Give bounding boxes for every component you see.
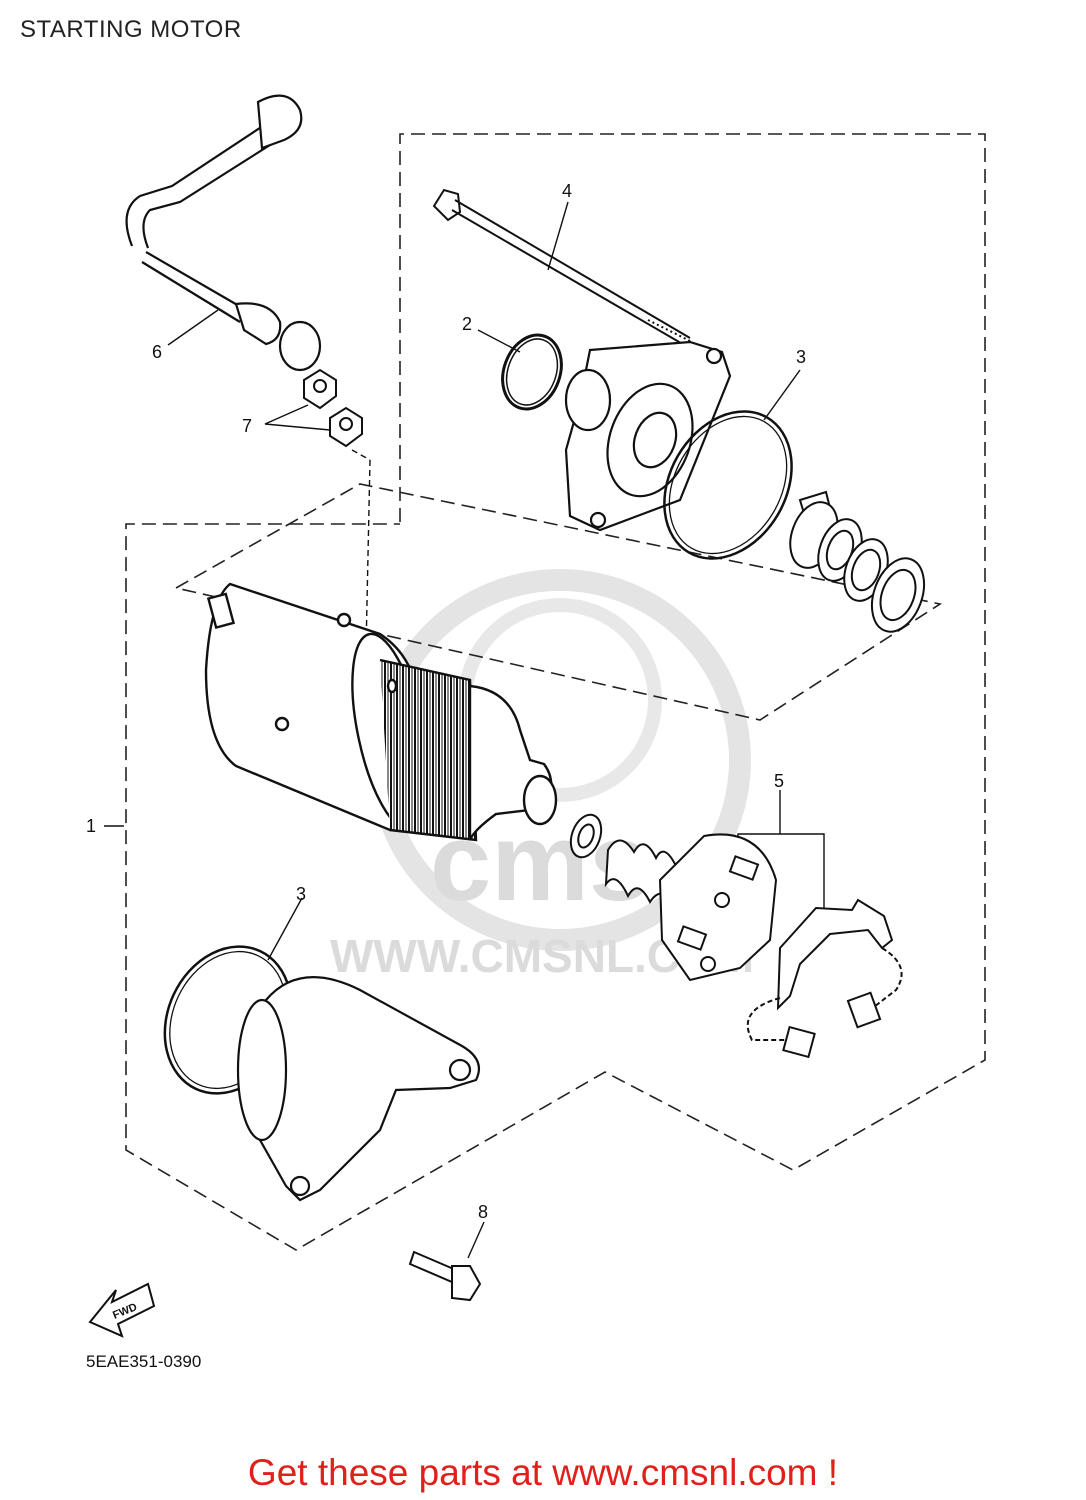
thrust-washers xyxy=(789,490,926,633)
part-1-motor-body xyxy=(204,582,558,842)
callout-3-lower: 3 xyxy=(296,884,306,904)
part-5-brush-holder xyxy=(658,833,903,1059)
leader-lines xyxy=(104,201,825,1259)
callout-8: 8 xyxy=(478,1202,488,1222)
callout-3-upper: 3 xyxy=(796,347,806,367)
motor-group-outline xyxy=(173,483,943,721)
part-2-o-ring xyxy=(501,333,563,411)
callout-6: 6 xyxy=(152,342,162,362)
rear-cover-lower xyxy=(236,976,480,1202)
part-3-o-ring-upper xyxy=(663,410,793,560)
callout-5: 5 xyxy=(774,771,784,791)
promo-link[interactable]: Get these parts at www.cmsnl.com ! xyxy=(247,1452,839,1493)
cover-group-outline xyxy=(125,133,986,1251)
front-cover-upper xyxy=(564,340,732,532)
part-6-lead-wire xyxy=(125,94,322,372)
callout-2: 2 xyxy=(462,314,472,334)
diagram-code: 5EAE351-0390 xyxy=(86,1352,202,1371)
page-title: STARTING MOTOR xyxy=(20,16,242,43)
part-7-nuts xyxy=(303,368,363,448)
part-4-through-bolt xyxy=(432,188,693,347)
group-outlines xyxy=(125,133,986,1251)
callout-7: 7 xyxy=(242,416,252,436)
callout-1: 1 xyxy=(86,816,96,836)
callout-4: 4 xyxy=(562,181,572,201)
part-8-bolt xyxy=(408,1250,482,1302)
fwd-arrow-icon: FWD xyxy=(88,1282,156,1338)
